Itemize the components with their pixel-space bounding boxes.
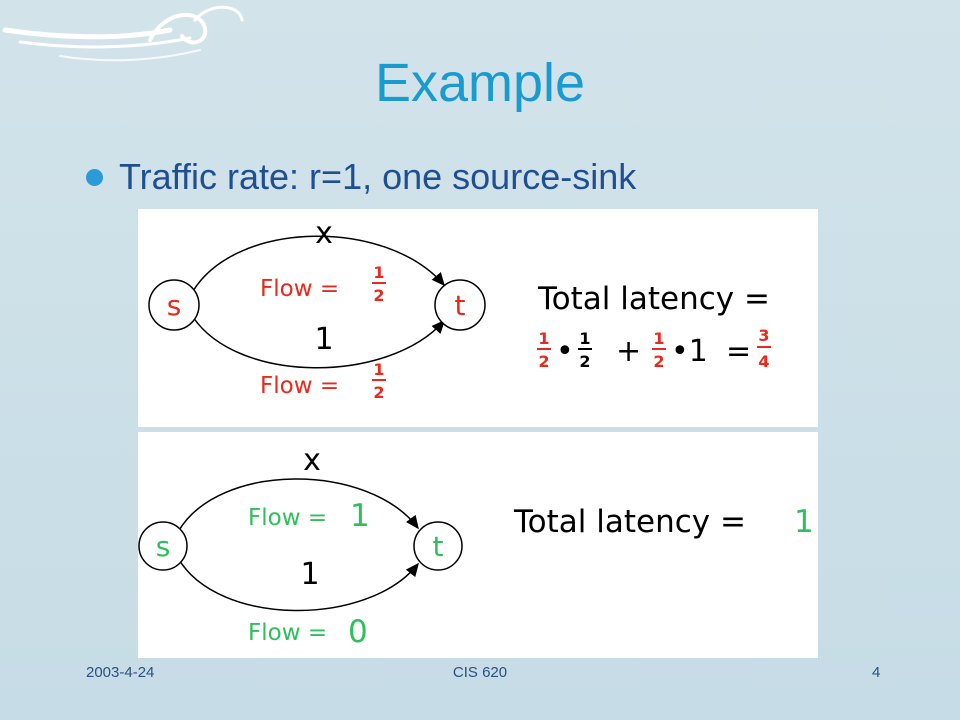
slide-title: Example (374, 53, 586, 113)
bottom-flow-value: 0 (348, 614, 368, 650)
footer-date: 2003-4-24 (86, 664, 155, 681)
sink-node (413, 521, 463, 571)
top-edge (177, 478, 419, 533)
bottom-edge (177, 557, 419, 612)
bullet-item: Traffic rate: r=1, one source-sink (86, 150, 636, 204)
top-edge-cost: x (315, 216, 333, 251)
diagram-panel-all-top: s t x 1 Flow = 1 Flow = 0 Total latency … (138, 432, 818, 658)
latency-equation: 1 2 • 1 2 + 1 2 •1 = 3 4 (537, 326, 771, 371)
diagram-panel-optimal-split: s t x 1 Flow = 1 2 Flow = 1 2 Total late… (138, 209, 818, 427)
svg-text:3: 3 (758, 326, 769, 345)
source-label: s (156, 530, 171, 563)
bottom-flow-numerator: 1 (373, 360, 384, 379)
top-flow-denominator: 2 (373, 286, 384, 305)
source-node (148, 279, 200, 331)
bottom-flow-label: Flow = (260, 373, 339, 399)
bullet-dot-icon (86, 168, 103, 186)
svg-text:•1: •1 (671, 334, 708, 369)
source-label: s (167, 289, 182, 322)
bottom-flow-label: Flow = (248, 620, 327, 646)
footer-page-number: 4 (872, 664, 881, 681)
total-latency-value: 1 (794, 504, 814, 540)
decorative-swirl-ornament (2, 5, 244, 62)
svg-text:2: 2 (538, 352, 549, 371)
svg-text:2: 2 (579, 352, 590, 371)
bullet-text: Traffic rate: r=1, one source-sink (119, 156, 637, 197)
svg-text:1: 1 (653, 329, 664, 348)
svg-text:1: 1 (579, 329, 590, 348)
network-diagram-a: s t x 1 Flow = 1 2 Flow = 1 2 Total late… (148, 216, 771, 402)
svg-text:=: = (726, 334, 751, 369)
bottom-edge-cost: 1 (300, 557, 319, 592)
svg-text:+: + (616, 334, 641, 369)
top-edge-cost: x (303, 443, 321, 478)
top-flow-value: 1 (350, 498, 370, 534)
svg-text:•: • (556, 334, 574, 369)
bottom-flow-denominator: 2 (373, 383, 384, 402)
network-diagram-b: s t x 1 Flow = 1 Flow = 0 Total latency … (138, 443, 814, 650)
sink-node (434, 279, 486, 331)
svg-text:1: 1 (538, 329, 549, 348)
svg-text:2: 2 (653, 352, 664, 371)
top-flow-label: Flow = (248, 505, 327, 531)
sink-label: t (455, 289, 466, 322)
total-latency-label: Total latency = (513, 504, 746, 540)
sink-label: t (433, 530, 444, 563)
top-edge (192, 235, 445, 292)
bottom-edge-cost: 1 (314, 322, 333, 357)
total-latency-label: Total latency = (537, 281, 770, 317)
top-flow-numerator: 1 (373, 263, 384, 282)
source-node (138, 521, 188, 571)
footer-course: CIS 620 (452, 664, 508, 681)
svg-text:4: 4 (758, 352, 769, 371)
bottom-edge (192, 316, 445, 369)
top-flow-label: Flow = (260, 276, 339, 302)
